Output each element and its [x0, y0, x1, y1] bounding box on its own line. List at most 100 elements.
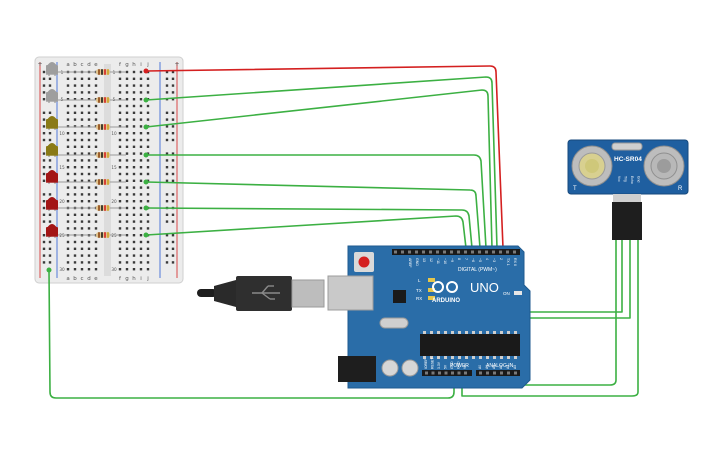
breadboard-hole[interactable] [125, 227, 129, 230]
rail-hole[interactable] [42, 138, 46, 142]
breadboard-hole[interactable] [132, 125, 136, 128]
breadboard-hole[interactable] [66, 84, 70, 87]
rail-hole[interactable] [171, 70, 175, 74]
breadboard-hole[interactable] [87, 172, 91, 176]
breadboard-hole[interactable] [73, 166, 77, 169]
breadboard-hole[interactable] [87, 220, 91, 223]
breadboard-hole[interactable] [73, 159, 77, 162]
rail-hole[interactable] [165, 200, 169, 203]
breadboard-hole[interactable] [118, 200, 122, 203]
breadboard-hole[interactable] [125, 213, 129, 216]
rail-hole[interactable] [171, 118, 175, 121]
breadboard-hole[interactable] [125, 91, 129, 94]
breadboard-hole[interactable] [66, 104, 70, 108]
rail-hole[interactable] [171, 152, 175, 155]
rail-hole[interactable] [48, 84, 52, 87]
rail-hole[interactable] [165, 261, 169, 264]
led[interactable] [46, 116, 58, 130]
breadboard-hole[interactable] [87, 240, 91, 244]
breadboard-hole[interactable] [139, 84, 143, 87]
breadboard-hole[interactable] [87, 268, 91, 271]
breadboard-hole[interactable] [94, 193, 98, 196]
rail-hole[interactable] [48, 261, 52, 264]
breadboard-hole[interactable] [146, 186, 150, 189]
breadboard-hole[interactable] [87, 159, 91, 162]
breadboard-hole[interactable] [80, 240, 84, 244]
breadboard-hole[interactable] [118, 132, 122, 135]
rail-hole[interactable] [165, 234, 169, 237]
resistor[interactable] [58, 124, 126, 130]
breadboard-hole[interactable] [73, 118, 77, 121]
breadboard-hole[interactable] [94, 268, 98, 271]
wire-sensor-vcc[interactable] [457, 239, 617, 386]
rail-hole[interactable] [42, 91, 46, 94]
rail-hole[interactable] [42, 254, 46, 257]
breadboard-hole[interactable] [94, 111, 98, 114]
rail-hole[interactable] [171, 111, 175, 114]
breadboard-hole[interactable] [66, 172, 70, 176]
breadboard-hole[interactable] [146, 254, 150, 257]
rail-hole[interactable] [48, 132, 52, 135]
led[interactable] [46, 89, 58, 103]
breadboard-hole[interactable] [132, 91, 136, 94]
rail-hole[interactable] [165, 91, 169, 94]
breadboard-hole[interactable] [73, 268, 77, 271]
breadboard-hole[interactable] [73, 193, 77, 196]
rail-hole[interactable] [165, 193, 169, 196]
breadboard-hole[interactable] [125, 138, 129, 142]
breadboard-hole[interactable] [94, 98, 98, 101]
breadboard-hole[interactable] [146, 247, 150, 250]
breadboard-hole[interactable] [73, 172, 77, 176]
rail-hole[interactable] [48, 247, 52, 250]
breadboard-hole[interactable] [132, 111, 136, 114]
breadboard-hole[interactable] [118, 84, 122, 87]
breadboard-hole[interactable] [146, 159, 150, 162]
rail-hole[interactable] [165, 118, 169, 121]
breadboard-hole[interactable] [118, 186, 122, 189]
breadboard-hole[interactable] [73, 138, 77, 142]
breadboard-hole[interactable] [94, 227, 98, 230]
breadboard-hole[interactable] [87, 186, 91, 189]
breadboard-hole[interactable] [139, 220, 143, 223]
breadboard-hole[interactable] [118, 77, 122, 80]
breadboard-hole[interactable] [87, 138, 91, 142]
resistor[interactable] [58, 205, 126, 211]
breadboard-hole[interactable] [80, 104, 84, 108]
rail-hole[interactable] [171, 200, 175, 203]
rail-hole[interactable] [165, 152, 169, 155]
breadboard-hole[interactable] [118, 138, 122, 142]
breadboard-hole[interactable] [66, 261, 70, 264]
breadboard-hole[interactable] [94, 172, 98, 176]
rail-hole[interactable] [42, 261, 46, 264]
breadboard-hole[interactable] [66, 118, 70, 121]
breadboard-hole[interactable] [87, 84, 91, 87]
breadboard-hole[interactable] [66, 220, 70, 223]
breadboard-hole[interactable] [125, 247, 129, 250]
breadboard-hole[interactable] [66, 193, 70, 196]
breadboard-hole[interactable] [87, 261, 91, 264]
rail-hole[interactable] [165, 159, 169, 162]
breadboard-hole[interactable] [132, 98, 136, 101]
rail-hole[interactable] [42, 125, 46, 128]
rail-hole[interactable] [48, 254, 52, 257]
breadboard-hole[interactable] [94, 91, 98, 94]
breadboard-hole[interactable] [87, 111, 91, 114]
breadboard-hole[interactable] [139, 193, 143, 196]
breadboard-hole[interactable] [80, 84, 84, 87]
rail-hole[interactable] [42, 70, 46, 74]
breadboard-hole[interactable] [66, 111, 70, 114]
breadboard-hole[interactable] [66, 268, 70, 271]
breadboard-hole[interactable] [132, 159, 136, 162]
breadboard-hole[interactable] [139, 159, 143, 162]
breadboard-hole[interactable] [87, 125, 91, 128]
breadboard-hole[interactable] [66, 240, 70, 244]
breadboard-hole[interactable] [125, 268, 129, 271]
breadboard-hole[interactable] [125, 145, 129, 148]
breadboard-hole[interactable] [118, 268, 122, 271]
rail-hole[interactable] [171, 172, 175, 176]
breadboard-hole[interactable] [80, 268, 84, 271]
breadboard-hole[interactable] [139, 166, 143, 169]
breadboard-hole[interactable] [139, 104, 143, 108]
resistor[interactable] [58, 69, 126, 75]
